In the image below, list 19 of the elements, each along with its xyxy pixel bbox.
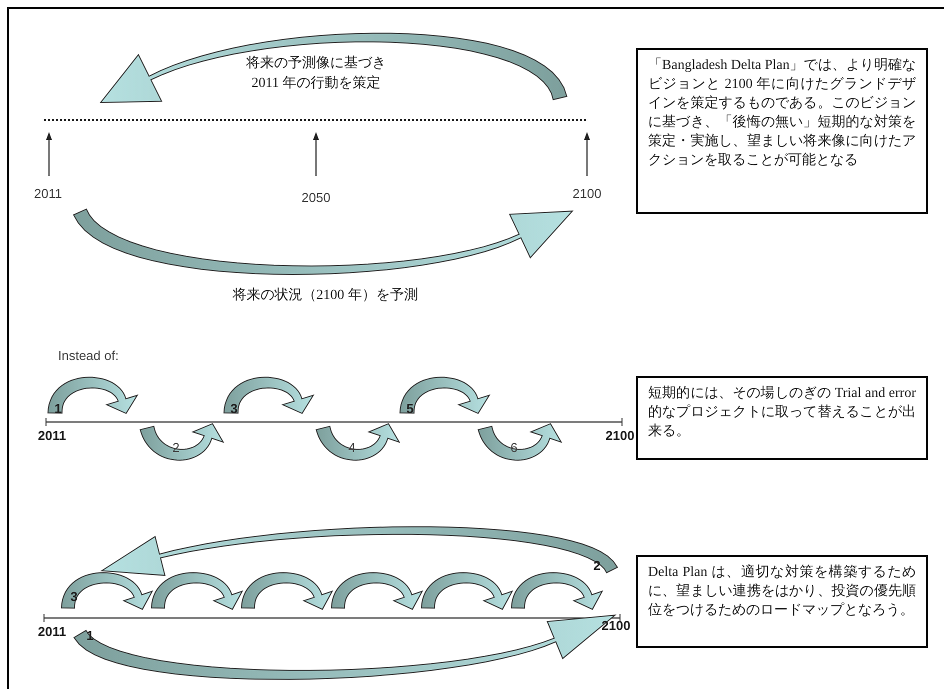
caption-text: 将来の状況（2100 年）を予測: [232, 286, 418, 304]
year-label: 2011: [38, 428, 66, 443]
step-number: 5: [406, 401, 414, 416]
text-box: 短期的には、その場しのぎの Trial and error 的なプロジェクトに取って替えることが出来る。: [636, 376, 928, 460]
text-box: 「Bangladesh Delta Plan」では、より明確なビジョンと 2100 年に向けたグランドデザインを策定するものである。このビジョンに基づき、「後悔の無い」短期的な対策を策定・実施し、望ましい将来像に向けたアクションを取ることが可能となる: [636, 48, 928, 214]
step-number: 1: [86, 628, 94, 643]
caption-text: 将来の予測像に基づき: [246, 54, 386, 72]
year-label: 2011: [34, 186, 62, 201]
year-label: 2050: [302, 190, 330, 205]
year-label: 2100: [602, 618, 630, 633]
text-box: Delta Plan は、適切な対策を構築するために、望ましい連携をはかり、投資の優先順位をつけるためのロードマップとなろう。: [636, 555, 928, 648]
step-number: 3: [70, 589, 78, 604]
step-number: 3: [230, 401, 238, 416]
year-label: 2100: [572, 186, 602, 201]
year-label: 2100: [606, 428, 634, 443]
note-text: Instead of:: [58, 348, 119, 363]
step-number: 1: [54, 401, 62, 416]
year-label: 2011: [38, 624, 66, 639]
caption-text: 2011 年の行動を策定: [252, 74, 380, 92]
